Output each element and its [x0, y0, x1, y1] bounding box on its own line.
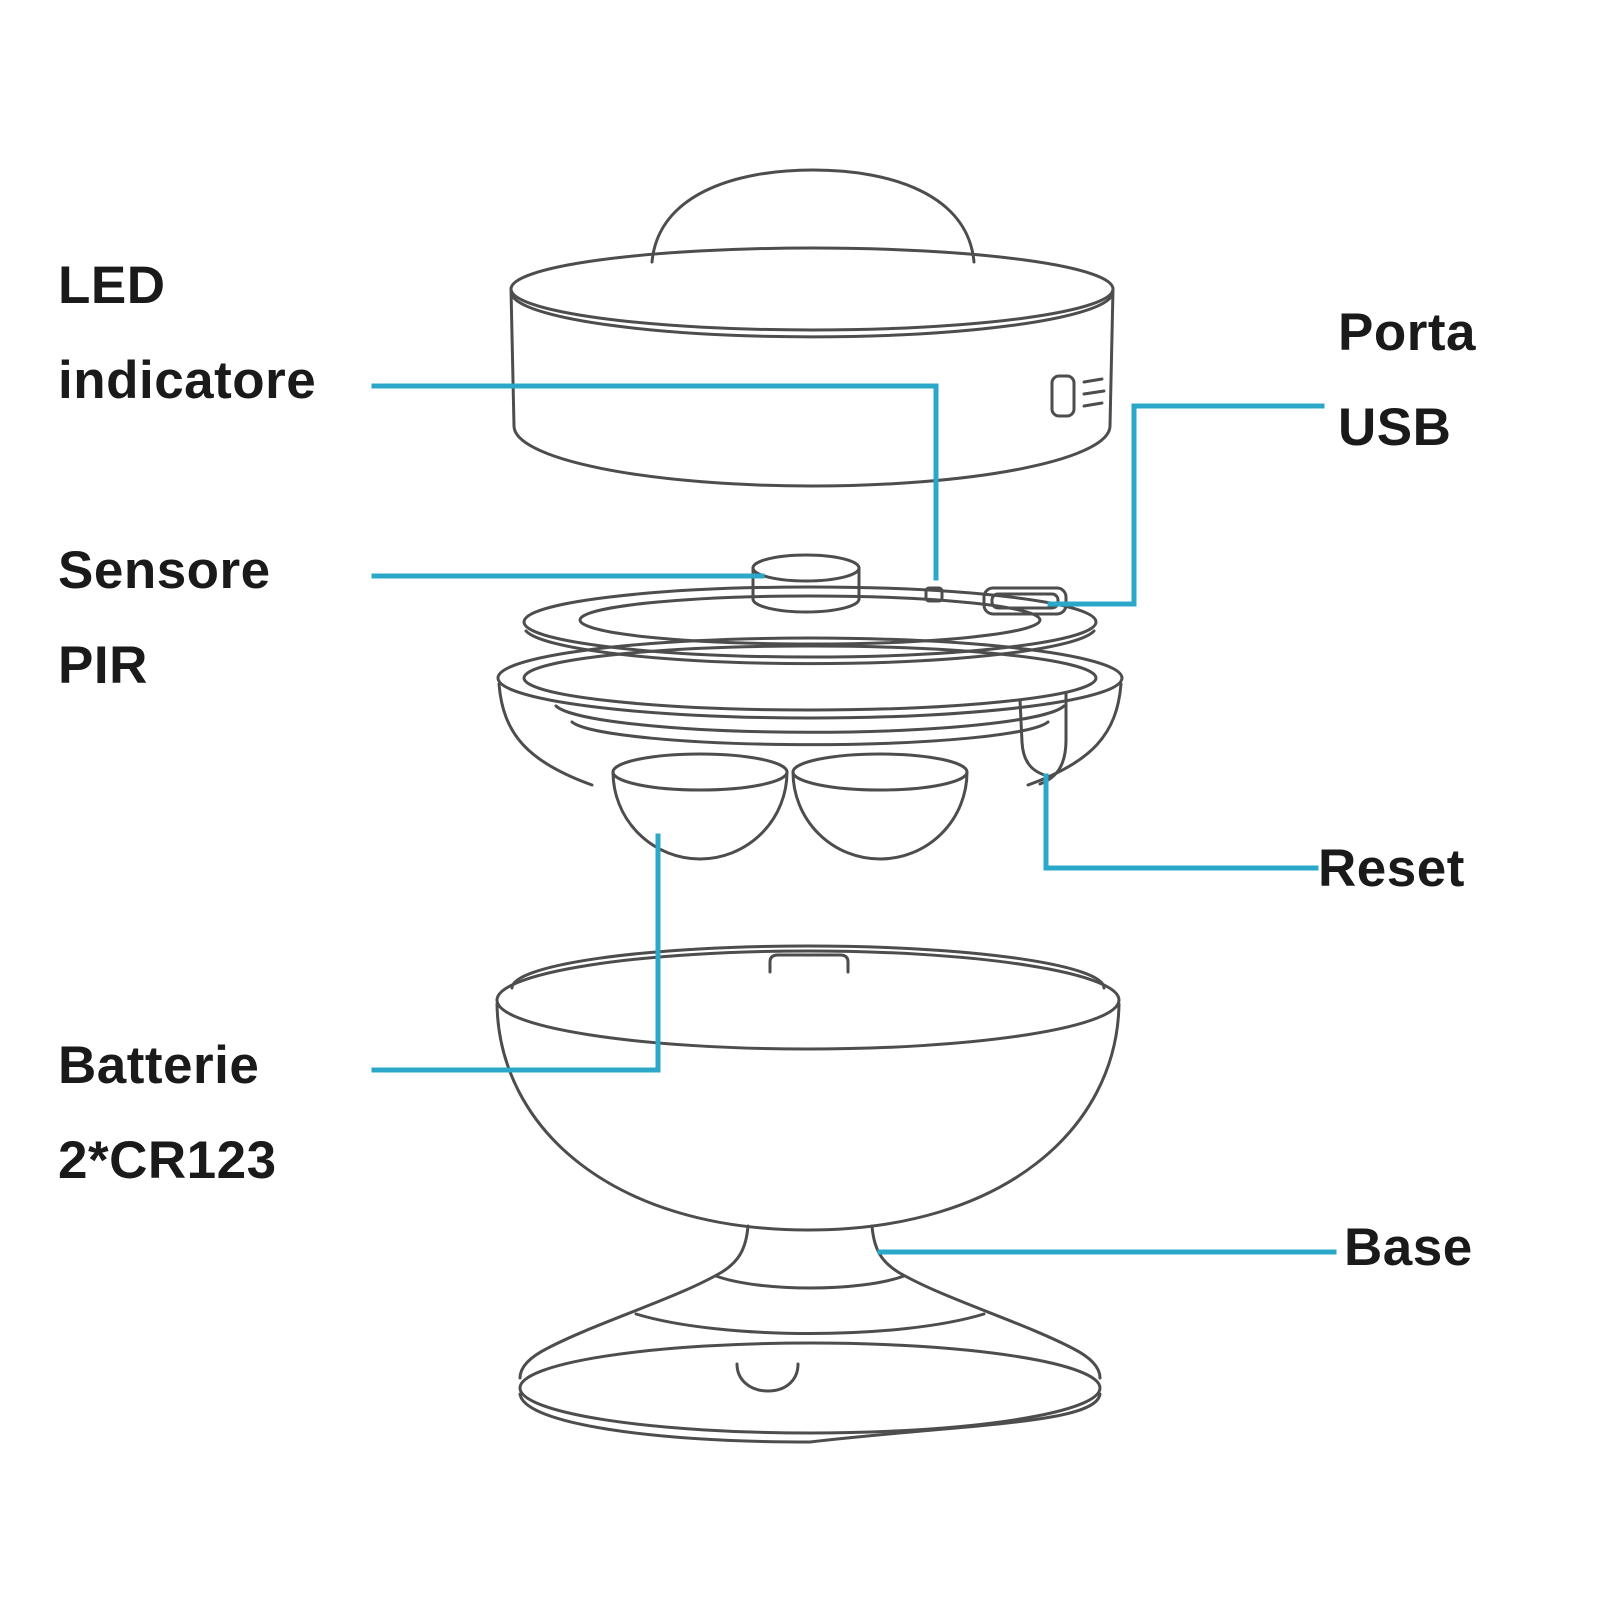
label-led-indicator-line1: LED: [58, 256, 166, 315]
label-led-indicator: LED indicatore: [58, 238, 316, 428]
led-component: [924, 586, 944, 603]
mount-base: [518, 1224, 1102, 1444]
pcb-assembly: [522, 553, 1098, 666]
battery-bowl: [495, 944, 1121, 1232]
lens-housing: [496, 636, 1124, 861]
device-illustration: [495, 168, 1124, 1444]
camera-head: [509, 168, 1115, 488]
left-lens-bulge: [611, 752, 789, 861]
label-base: Base: [1344, 1200, 1473, 1295]
label-reset-text: Reset: [1318, 839, 1465, 898]
label-battery-line1: Batterie: [58, 1036, 260, 1095]
label-pir-sensor-line1: Sensore: [58, 541, 271, 600]
leader-reset: [1043, 773, 1319, 871]
label-reset: Reset: [1318, 821, 1465, 916]
label-usb-port-line1: Porta: [1338, 303, 1476, 362]
leader-lines: [371, 383, 1337, 1255]
usb-slot-on-head: [1050, 374, 1106, 418]
label-usb-port-line2: USB: [1338, 398, 1452, 457]
label-base-text: Base: [1344, 1218, 1473, 1277]
label-pir-sensor: Sensore PIR: [58, 523, 271, 713]
label-battery: Batterie 2*CR123: [58, 1018, 277, 1208]
right-lens-bulge: [791, 752, 969, 861]
pir-sensor-block: [751, 553, 861, 614]
usb-port-component: [982, 586, 1068, 616]
leader-battery: [371, 833, 661, 1073]
label-battery-line2: 2*CR123: [58, 1131, 277, 1190]
leader-usb-port: [1047, 403, 1325, 607]
leader-led-indicator: [371, 383, 939, 581]
label-usb-port: Porta USB: [1338, 285, 1476, 475]
label-pir-sensor-line2: PIR: [58, 636, 148, 695]
label-led-indicator-line2: indicatore: [58, 351, 317, 410]
